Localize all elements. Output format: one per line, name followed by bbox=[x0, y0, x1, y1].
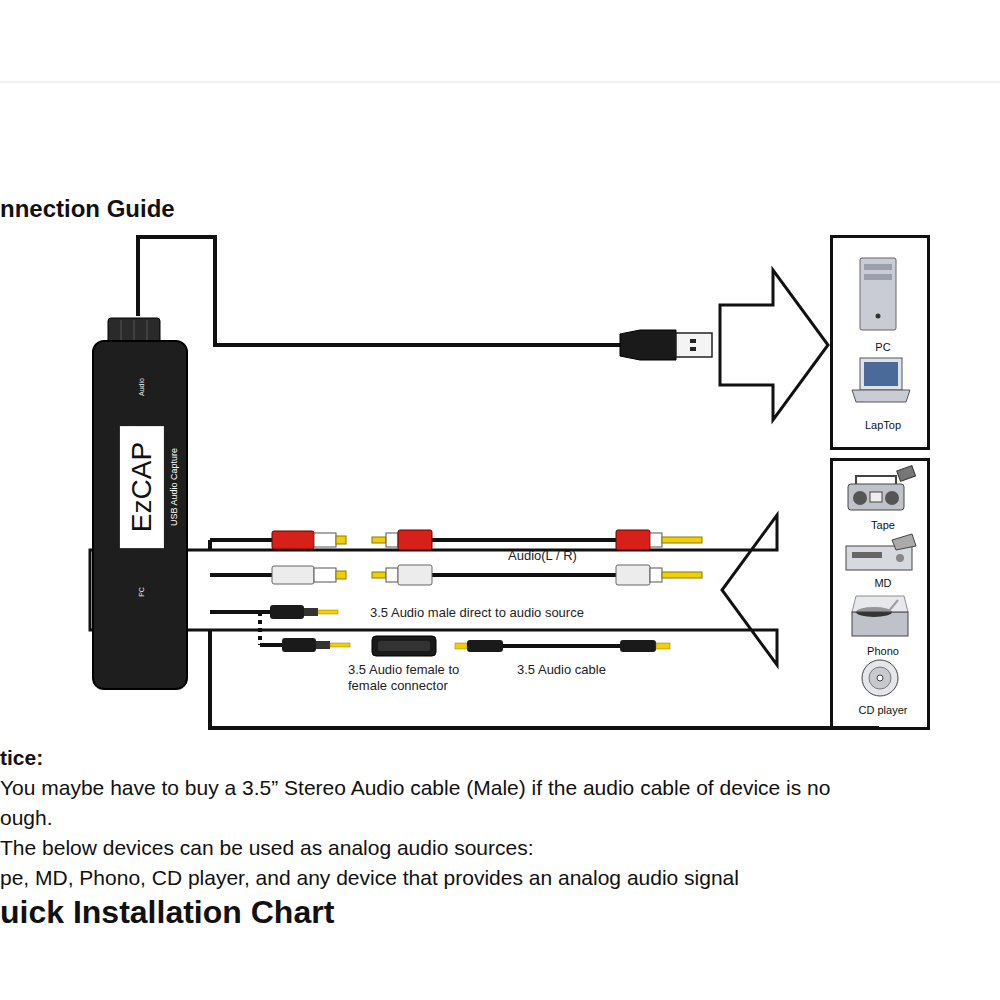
device-subtitle: USB Audio Capture bbox=[169, 448, 179, 526]
page-rule bbox=[0, 82, 1000, 83]
hollow-arrow bbox=[720, 270, 828, 420]
usb-cable bbox=[138, 237, 620, 345]
brand-label: EzCAP bbox=[120, 426, 164, 548]
tape-boombox-icon bbox=[848, 466, 916, 510]
computer-box: PC LapTop bbox=[830, 235, 930, 450]
rca-cable-red bbox=[372, 530, 702, 550]
jack-plug-male bbox=[270, 605, 338, 619]
guide-heading: nnection Guide bbox=[0, 195, 175, 224]
cable-label: 3.5 Audio female to female connector bbox=[348, 662, 488, 693]
usb-plug bbox=[620, 330, 712, 360]
cable-label: Audio(L / R) bbox=[508, 548, 577, 564]
icon-label: MD bbox=[874, 577, 891, 590]
source-box: TapeMD Phono CD player bbox=[830, 458, 930, 730]
icon-label: PC bbox=[875, 341, 890, 354]
hollow-arrow bbox=[90, 515, 777, 665]
rca-socket-white bbox=[272, 566, 346, 584]
rca-socket-red bbox=[272, 531, 346, 549]
port-label: Audio bbox=[138, 378, 146, 396]
notice-heading: tice: bbox=[0, 745, 43, 770]
capture-device: EzCAP USB Audio Capture AudioPC bbox=[92, 340, 188, 690]
turntable-icon bbox=[852, 596, 908, 636]
cable-label: 3.5 Audio male direct to audio source bbox=[370, 605, 584, 621]
notice-text: ough. bbox=[0, 805, 53, 830]
md-player-icon bbox=[846, 534, 916, 570]
pc-tower-icon bbox=[860, 258, 896, 330]
jack-cable bbox=[455, 640, 670, 652]
icon-label: LapTop bbox=[865, 419, 901, 432]
jack-plug-alt bbox=[282, 638, 350, 652]
icon-label: Tape bbox=[871, 519, 895, 532]
notice-text: You maybe have to buy a 3.5” Stereo Audi… bbox=[0, 775, 830, 800]
laptop-icon bbox=[852, 358, 910, 402]
icon-label: Phono bbox=[867, 645, 899, 658]
notice-text: The below devices can be used as analog … bbox=[0, 835, 534, 860]
cd-player-icon bbox=[862, 660, 898, 696]
audio-branch-wires bbox=[210, 540, 282, 645]
connector bbox=[90, 515, 877, 730]
female-coupler bbox=[372, 636, 436, 656]
icon-label: CD player bbox=[859, 704, 908, 717]
connector bbox=[138, 237, 828, 420]
cable-label: 3.5 Audio cable bbox=[517, 662, 606, 678]
section-heading: uick Installation Chart bbox=[0, 893, 334, 931]
rca-cable-white bbox=[372, 565, 702, 585]
port-label: PC bbox=[138, 587, 146, 597]
notice-text: pe, MD, Phono, CD player, and any device… bbox=[0, 865, 739, 890]
